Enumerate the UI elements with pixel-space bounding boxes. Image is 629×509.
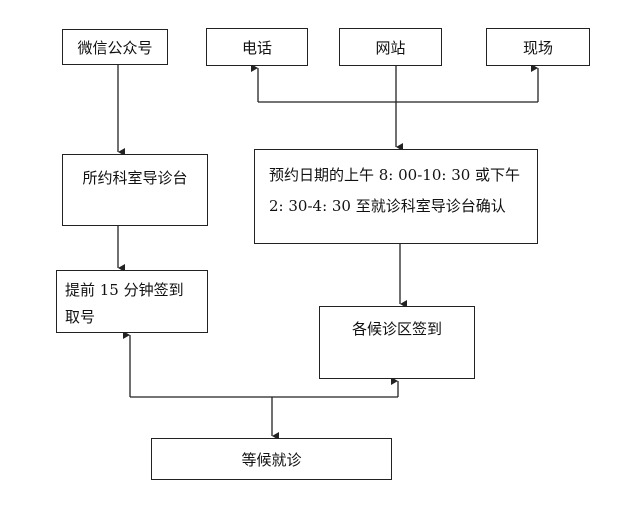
onsite-label: 现场 (522, 38, 553, 57)
appointment-line-2: 2: 30-4: 30 至就诊科室导诊台确认 (269, 197, 506, 215)
signin-line-2: 取号 (65, 308, 96, 326)
wait-for-visit-box: 等候就诊 (151, 438, 392, 480)
signin-box: 提前 15 分钟签到 取号 (56, 270, 208, 333)
dept-guide-box: 所约科室导诊台 (62, 154, 208, 226)
waiting-area-box: 各候诊区签到 (319, 306, 475, 379)
onsite-box: 现场 (486, 28, 590, 66)
appointment-box: 预约日期的上午 8: 00-10: 30 或下午 2: 30-4: 30 至就诊… (254, 149, 538, 244)
wechat-box: 微信公众号 (62, 29, 168, 65)
appointment-line-1: 预约日期的上午 8: 00-10: 30 或下午 (269, 166, 521, 184)
wait-for-visit-label: 等候就诊 (241, 450, 302, 469)
phone-label: 电话 (241, 38, 272, 57)
phone-box: 电话 (206, 28, 308, 66)
waiting-area-label: 各候诊区签到 (351, 320, 442, 338)
dept-guide-label: 所约科室导诊台 (82, 169, 188, 187)
signin-line-1: 提前 15 分钟签到 (65, 281, 184, 299)
website-label: 网站 (375, 38, 406, 57)
website-box: 网站 (339, 28, 442, 66)
wechat-label: 微信公众号 (77, 38, 153, 57)
